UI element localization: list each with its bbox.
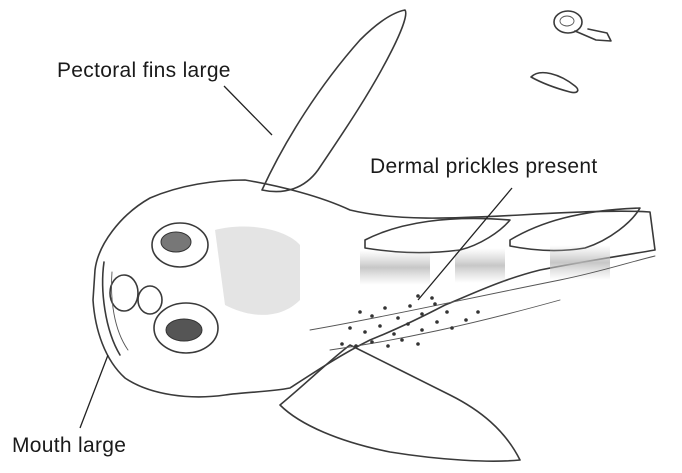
prickle-detail-inset bbox=[531, 11, 611, 93]
dermal-prickles bbox=[340, 294, 480, 348]
label-pectoral-fins: Pectoral fins large bbox=[57, 59, 231, 82]
leader-pectoral-fins bbox=[224, 86, 272, 135]
label-dermal-prickles: Dermal prickles present bbox=[370, 155, 597, 178]
label-mouth: Mouth large bbox=[12, 434, 126, 457]
fish-head bbox=[103, 223, 218, 355]
pelvic-fin-bottom bbox=[280, 345, 520, 461]
leader-mouth bbox=[80, 355, 108, 428]
fish-body bbox=[93, 180, 655, 397]
